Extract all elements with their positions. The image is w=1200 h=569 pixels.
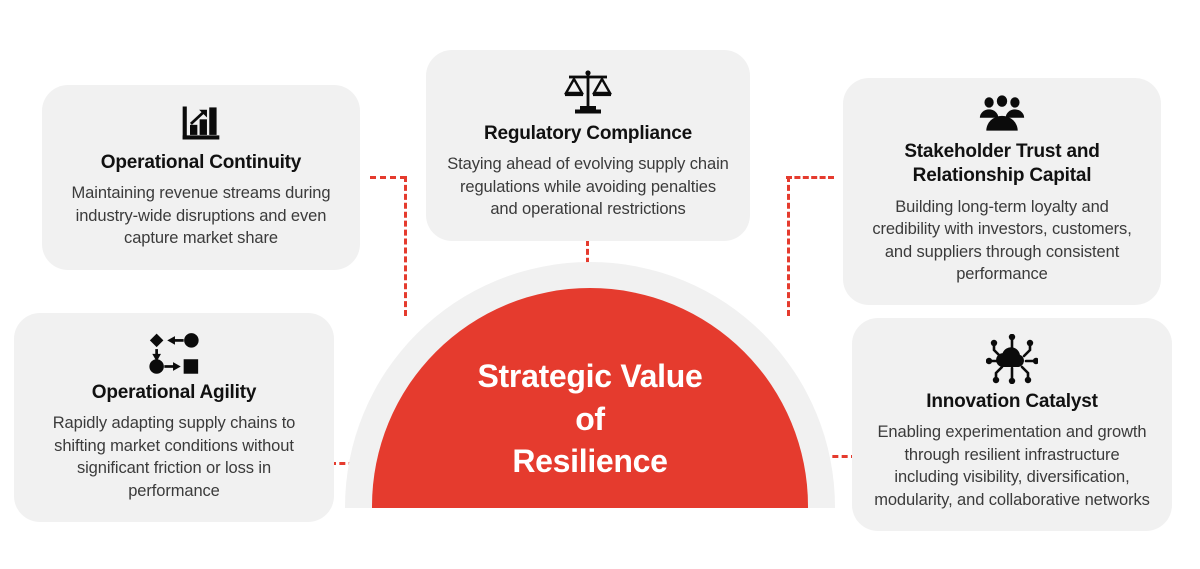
center-title-line-1: Strategic Value xyxy=(477,358,703,395)
connector-stakeholder-trust-horizontal xyxy=(786,176,834,179)
card-operational-agility[interactable]: Operational Agility Rapidly adapting sup… xyxy=(14,313,334,523)
center-title-line-3: Resilience xyxy=(512,442,668,479)
bar-chart-growth-icon xyxy=(62,101,340,145)
connector-operational-continuity-horizontal xyxy=(370,176,406,179)
card-description: Rapidly adapting supply chains to shifti… xyxy=(52,414,296,500)
card-title: Operational Continuity xyxy=(100,152,302,173)
card-description: Staying ahead of evolving supply chain r… xyxy=(447,155,729,219)
connector-stakeholder-trust-vertical xyxy=(787,176,790,316)
cloud-network-icon xyxy=(872,333,1152,385)
card-description: Enabling experimentation and growth thro… xyxy=(874,423,1150,509)
card-description: Building long-term loyalty and credibili… xyxy=(872,197,1132,283)
card-regulatory-compliance[interactable]: Regulatory Compliance Staying ahead of e… xyxy=(426,50,750,241)
card-innovation-catalyst[interactable]: Innovation Catalyst Enabling experimenta… xyxy=(852,318,1172,532)
people-group-icon xyxy=(863,94,1141,134)
card-title: Regulatory Compliance xyxy=(483,123,692,144)
card-title: Stakeholder Trust and Relationship Capit… xyxy=(904,141,1100,187)
center-title-line-2: of xyxy=(575,400,605,437)
card-stakeholder-trust[interactable]: Stakeholder Trust and Relationship Capit… xyxy=(843,78,1161,306)
card-description: Maintaining revenue streams during indus… xyxy=(71,184,331,248)
flow-diagram-icon xyxy=(34,329,314,375)
connector-operational-continuity-vertical xyxy=(404,176,407,316)
center-title: Strategic Value of Resilience xyxy=(478,355,703,508)
card-title: Innovation Catalyst xyxy=(926,391,1098,412)
card-title: Operational Agility xyxy=(91,382,257,403)
card-operational-continuity[interactable]: Operational Continuity Maintaining reven… xyxy=(42,85,360,270)
central-dome: Strategic Value of Resilience xyxy=(345,262,835,508)
balance-scales-icon xyxy=(446,66,730,116)
